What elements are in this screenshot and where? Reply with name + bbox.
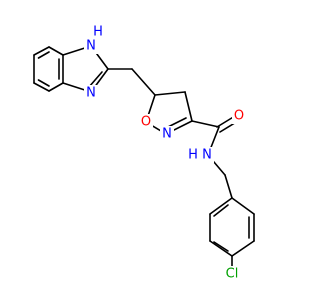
bond — [48, 46, 64, 56]
bond — [33, 82, 50, 92]
structure-diagram: N H N O N O N H Cl — [33, 25, 255, 282]
molecule-drawing: N H N O N O N H Cl — [33, 25, 255, 282]
bond — [33, 46, 50, 56]
bond — [184, 91, 193, 122]
atom-label-oxygen: O — [141, 115, 151, 130]
isoxazoline-ring — [107, 68, 193, 135]
bond — [209, 197, 233, 215]
bond-double-inner — [213, 204, 229, 217]
bond — [209, 240, 233, 257]
bond — [48, 82, 64, 92]
bond — [231, 197, 255, 215]
bond — [131, 68, 156, 96]
atom-label-nitrogen: N — [162, 127, 172, 142]
bond — [154, 91, 186, 96]
mask — [232, 108, 246, 124]
bond — [224, 174, 233, 199]
atom-label-chlorine: Cl — [226, 267, 239, 282]
atom-label-hydrogen: H — [93, 25, 103, 40]
bond-double-inner — [88, 71, 103, 88]
bond-double-inner — [37, 79, 50, 87]
bond — [191, 120, 220, 128]
bond — [231, 240, 255, 257]
bond-double-inner — [37, 51, 50, 59]
mask — [200, 147, 214, 163]
chlorophenyl-ring — [209, 197, 255, 269]
atom-label-nitrogen: N — [86, 39, 96, 54]
atom-label-oxygen: O — [234, 109, 244, 124]
mask — [160, 126, 174, 142]
mask — [84, 85, 98, 101]
mask — [84, 38, 98, 54]
mask — [139, 114, 153, 130]
mask — [221, 266, 243, 282]
atom-label-nitrogen: N — [86, 86, 96, 101]
benzimidazole-benzene-ring — [33, 46, 64, 92]
bond-double-inner — [213, 241, 229, 252]
carboxamide-group — [191, 115, 239, 199]
atom-label-hydrogen: H — [188, 148, 198, 163]
atom-label-nitrogen: N — [202, 148, 212, 163]
label-masks — [84, 38, 246, 282]
